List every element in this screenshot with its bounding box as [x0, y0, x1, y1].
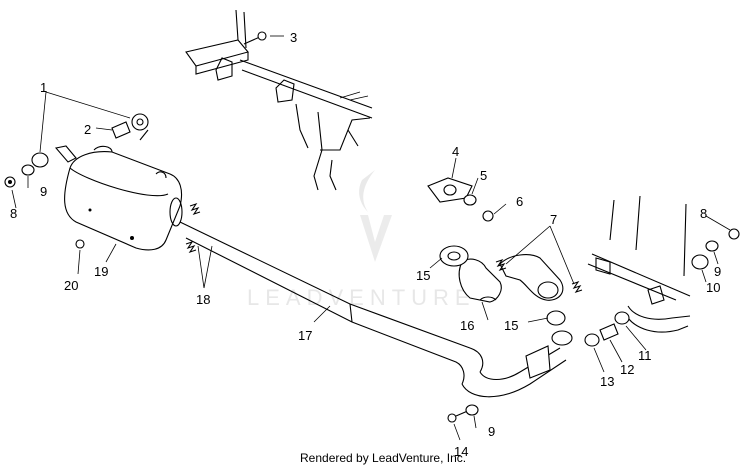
- leadventure-watermark: LEADVENTURE: [247, 170, 476, 310]
- callout-19: 19: [94, 264, 108, 279]
- callout-9-right: 9: [714, 264, 721, 279]
- callout-13: 13: [600, 374, 614, 389]
- callout-17: 17: [298, 328, 312, 343]
- frame-top: [185, 9, 373, 191]
- callout-16: 16: [460, 318, 474, 333]
- callout-14: 14: [454, 444, 468, 459]
- muffler-bracket: [54, 129, 149, 163]
- callout-10: 10: [706, 280, 720, 295]
- frame-right: [587, 195, 691, 333]
- hardware-parts: [4, 31, 740, 423]
- exhaust-pipe: [179, 221, 573, 398]
- leader-lines: [11, 35, 731, 441]
- render-credit: Rendered by LeadVenture, Inc.: [300, 451, 467, 465]
- svg-text:LEADVENTURE: LEADVENTURE: [247, 285, 476, 310]
- callout-18: 18: [196, 292, 210, 307]
- callout-15-lower: 15: [504, 318, 518, 333]
- callout-6: 6: [516, 194, 523, 209]
- callout-9-bottom: 9: [488, 424, 495, 439]
- callout-4: 4: [452, 144, 459, 159]
- callout-3: 3: [290, 30, 297, 45]
- callout-11: 11: [638, 348, 652, 363]
- callout-7: 7: [550, 212, 557, 227]
- callout-9-left: 9: [40, 184, 47, 199]
- head-pipes: [458, 254, 564, 303]
- callout-20: 20: [64, 278, 78, 293]
- muffler: [64, 145, 183, 251]
- callout-2: 2: [84, 122, 91, 137]
- callout-12: 12: [620, 362, 634, 377]
- callout-1: 1: [40, 80, 47, 95]
- callout-15-upper: 15: [416, 268, 430, 283]
- callout-8-right: 8: [700, 206, 707, 221]
- callout-labels: 1 2 3 4 5 6 7 8 8 9 9 9 10 11 12 13 14 1…: [10, 30, 721, 459]
- callout-5: 5: [480, 168, 487, 183]
- callout-8-left: 8: [10, 206, 17, 221]
